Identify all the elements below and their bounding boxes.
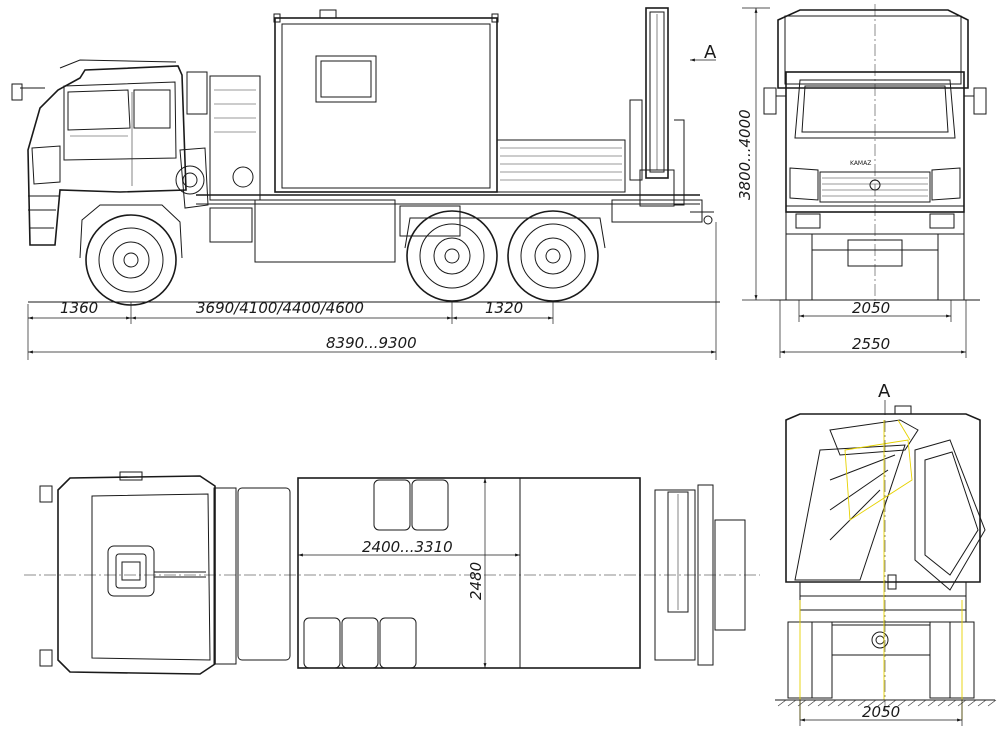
top-view: 2400...3310 2480: [24, 471, 760, 675]
side-cab: [11, 59, 208, 246]
top-seats-lower: [303, 617, 417, 669]
dim-rear-axle-spacing: 1320: [485, 299, 523, 317]
dim-track-rear: 2050: [862, 703, 900, 721]
side-platform: [196, 139, 700, 263]
front-dimensions: [742, 7, 967, 358]
side-crane: [611, 7, 714, 225]
dim-overall-length: 8390...9300: [326, 334, 417, 352]
rear-view-label: A: [878, 381, 891, 402]
rear-view: A 2050: [775, 381, 997, 726]
dim-body-width: 2480: [467, 562, 485, 600]
top-dimensions: [298, 478, 520, 668]
dim-track-front: 2050: [852, 299, 890, 317]
cab-logo: KAMAZ: [850, 160, 871, 167]
dim-overall-width: 2550: [852, 335, 890, 353]
dim-height: 3800...4000: [736, 109, 754, 200]
top-seats-upper: [373, 479, 449, 531]
dim-wheelbase: 3690/4100/4400/4600: [196, 299, 364, 317]
rear-dimensions: [799, 700, 963, 726]
side-engine-area: [175, 75, 261, 209]
dim-front-overhang: 1360: [60, 299, 98, 317]
side-dimensions: [27, 222, 717, 360]
side-wheel-rear-1: [406, 210, 498, 302]
dim-body-length: 2400...3310: [362, 538, 453, 556]
side-box-body: [273, 9, 499, 193]
side-wheel-front: [79, 204, 183, 306]
side-wheel-rear-2: [404, 210, 606, 302]
view-arrow-a: A: [690, 42, 717, 63]
view-arrow-label: A: [704, 42, 717, 63]
front-view: KAMAZ 3800...4000 2050 2550: [736, 4, 987, 358]
rear-crane-boom: [794, 419, 986, 591]
side-view: 1360 3690/4100/4400/4600 1320 8390...930…: [11, 7, 720, 360]
